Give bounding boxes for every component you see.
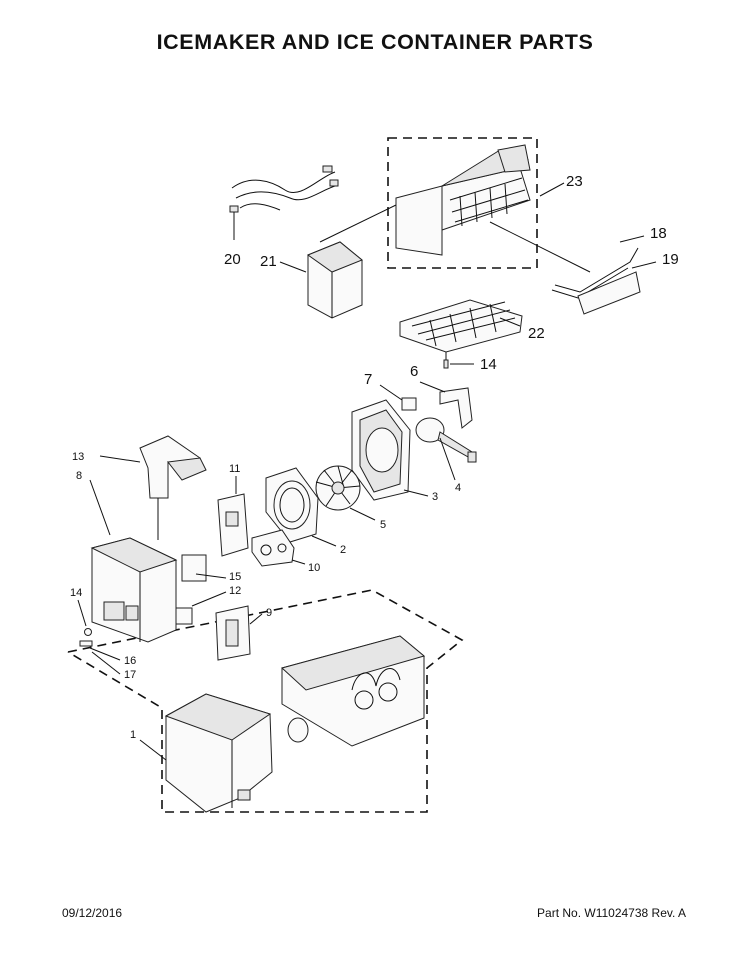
callout-10: 10 xyxy=(308,562,320,574)
callout-17: 17 xyxy=(124,669,136,681)
clip-parts xyxy=(79,640,121,675)
callout-13: 13 xyxy=(72,451,84,463)
shutoff-arm-part xyxy=(551,235,657,315)
callout-9: 9 xyxy=(266,607,272,619)
callout-6: 6 xyxy=(410,363,418,380)
fan-hub-part xyxy=(379,384,417,411)
callout-16: 16 xyxy=(124,655,136,667)
callout-18: 18 xyxy=(650,225,667,242)
ice-bucket-part xyxy=(139,693,273,813)
callout-15: 15 xyxy=(229,571,241,583)
fan-motor-part xyxy=(415,417,477,481)
icemaker-group-box xyxy=(387,137,538,269)
callout-20: 20 xyxy=(224,251,241,268)
screw-part xyxy=(77,599,92,636)
callout-2: 2 xyxy=(340,544,346,556)
switch-housing-part xyxy=(217,476,249,557)
dispenser-plate-part xyxy=(215,605,263,661)
callout-14-top: 14 xyxy=(480,356,497,373)
wire-harness-part xyxy=(229,165,339,240)
callout-12: 12 xyxy=(229,585,241,597)
control-housing-part xyxy=(89,479,178,643)
callout-5: 5 xyxy=(380,519,386,531)
fan-blade-part xyxy=(315,465,376,521)
callout-3: 3 xyxy=(432,491,438,503)
ice-container-part xyxy=(280,635,426,747)
switch-part xyxy=(181,554,227,582)
callout-8: 8 xyxy=(76,470,82,482)
auger-motor-part xyxy=(251,529,306,567)
footer-part-number: Part No. W11024738 Rev. A xyxy=(537,906,686,920)
callout-1: 1 xyxy=(130,729,136,741)
icemaker-assembly-part xyxy=(395,144,591,273)
motor-bracket-part xyxy=(419,381,473,429)
ice-container-group-box xyxy=(67,589,464,813)
callout-19: 19 xyxy=(662,251,679,268)
connector-part xyxy=(175,591,227,625)
fan-cover-part xyxy=(265,467,337,547)
callout-14-left: 14 xyxy=(70,587,82,599)
ice-mold-part xyxy=(399,299,523,369)
footer-date: 09/12/2016 xyxy=(62,906,123,920)
callout-21: 21 xyxy=(260,253,277,270)
callout-4: 4 xyxy=(455,482,461,494)
page-title: ICEMAKER AND ICE CONTAINER PARTS xyxy=(156,30,594,54)
mounting-bracket-part xyxy=(99,435,207,540)
fan-housing-part xyxy=(351,399,429,501)
callout-11: 11 xyxy=(229,463,240,475)
callout-7: 7 xyxy=(364,371,372,388)
callout-22: 22 xyxy=(528,325,545,342)
icemaker-cover-part xyxy=(306,204,397,319)
callout-23: 23 xyxy=(566,173,583,190)
